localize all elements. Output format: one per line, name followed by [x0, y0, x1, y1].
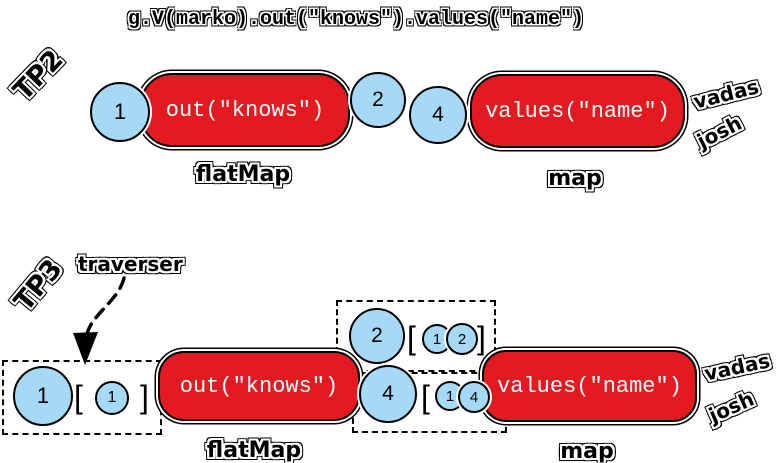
tp3-box3-open-bracket: [	[421, 379, 430, 415]
tp2-result-josh: josh	[693, 110, 746, 154]
tp3-traverser-annotation: traverser	[78, 252, 183, 276]
tp3-box1-open-bracket: [	[74, 379, 83, 415]
tp3-traverser-1-bulk: 1	[95, 381, 129, 415]
tp3-traverser-2-main: 2	[349, 308, 405, 364]
tp2-traverser-4: 4	[409, 86, 467, 144]
tp3-box2-open-bracket: [	[407, 320, 416, 356]
tp3-box2-close-bracket: ]	[477, 320, 486, 356]
tp3-map-label: map	[560, 439, 614, 463]
tp3-traverser-2-bulk-2: 2	[446, 323, 478, 355]
tp2-label: TP2	[7, 44, 70, 107]
tp3-result-josh: josh	[705, 386, 758, 428]
gremlin-query-title: g.V(marko).out("knows").values("name")	[127, 8, 585, 31]
tp3-result-vadas: vadas	[702, 348, 773, 386]
tp3-box1-close-bracket: ]	[140, 379, 149, 415]
tp2-out-step-box: out("knows")	[140, 73, 350, 147]
traverser-arrow	[73, 276, 126, 365]
traverser-arrowhead-icon	[73, 332, 98, 365]
tp2-values-step-box: values("name")	[470, 74, 685, 148]
tp2-result-vadas: vadas	[691, 74, 762, 114]
tp3-out-step-box: out("knows")	[158, 351, 360, 421]
tp3-traverser-4-main: 4	[359, 365, 417, 423]
tp3-traverser-4-bulk-4: 4	[458, 381, 490, 413]
tp2-traverser-2: 2	[350, 72, 406, 128]
tp2-flatmap-label: flatMap	[195, 162, 291, 187]
tp2-traverser-1: 1	[90, 82, 150, 142]
tp2-map-label: map	[548, 166, 602, 191]
tp3-flatmap-label: flatMap	[206, 438, 302, 463]
traverser-arrow-line	[85, 276, 126, 336]
tp3-values-step-box: values("name")	[482, 350, 697, 422]
tp3-traverser-1-main: 1	[13, 366, 73, 426]
